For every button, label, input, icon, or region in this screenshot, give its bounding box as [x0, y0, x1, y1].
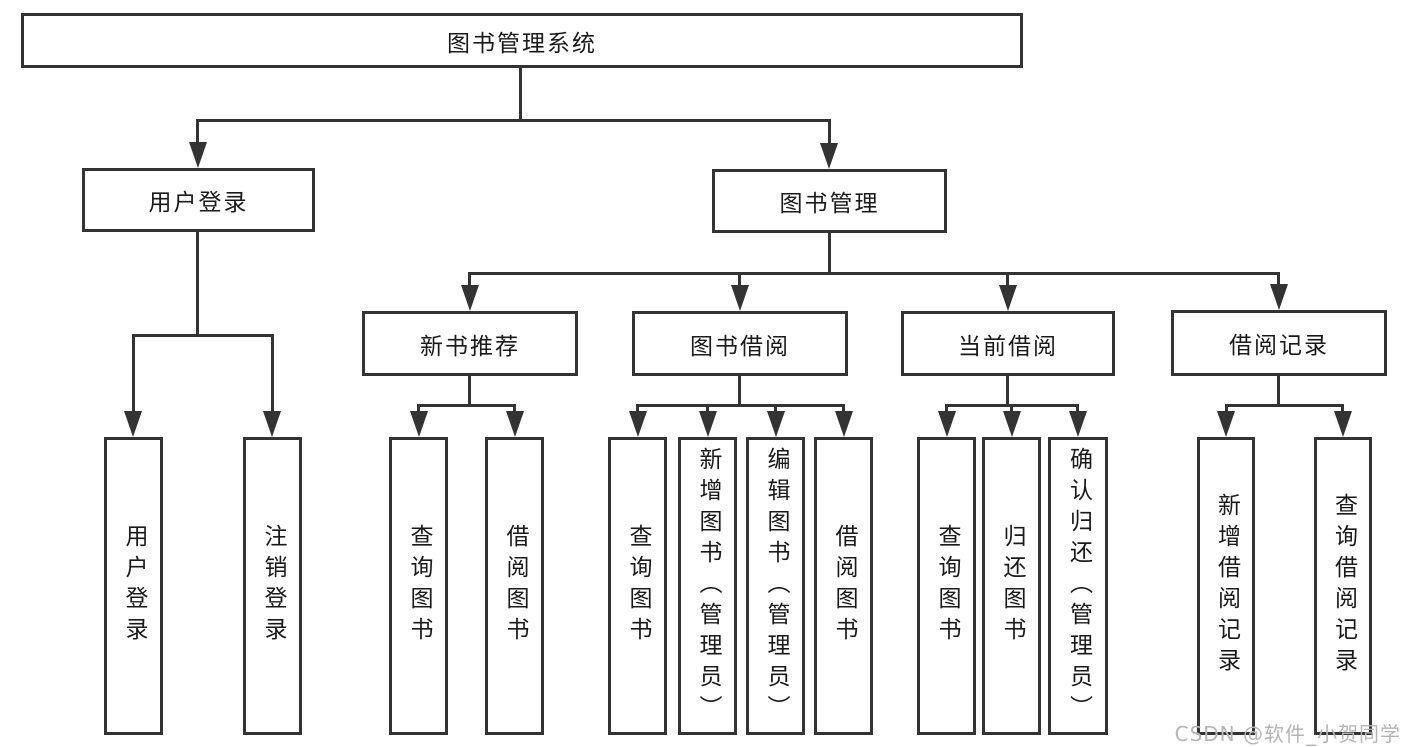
- connector-login-stem: [196, 232, 199, 336]
- watermark: CSDN @软件_小贺同学: [1174, 722, 1401, 746]
- connector-borrow-drop-2: [706, 404, 709, 414]
- node-current-borrow: 当前借阅: [901, 311, 1115, 376]
- connector-borrow-drop-3: [774, 404, 777, 414]
- leaf-user-login: 用户登录: [104, 437, 163, 735]
- connector-root-drop-right: [828, 119, 831, 145]
- connector-root-drop-left: [196, 119, 199, 145]
- connector-current-drop-1: [945, 404, 948, 414]
- node-user-login: 用户登录: [82, 168, 315, 232]
- node-root: 图书管理系统: [21, 13, 1023, 68]
- connector-current-stem: [1006, 376, 1009, 407]
- arrow-down-icon: [189, 142, 207, 168]
- connector-login-drop-2: [271, 334, 274, 414]
- connector-mgmt-drop-2: [738, 272, 741, 288]
- leaf-borrow-book: 借阅图书: [814, 437, 873, 735]
- arrow-down-icon: [835, 411, 853, 437]
- connector-records-drop-1: [1225, 404, 1228, 414]
- arrow-down-icon: [1334, 411, 1352, 437]
- arrow-down-icon: [1270, 284, 1288, 310]
- node-book-borrow: 图书借阅: [632, 311, 848, 376]
- leaf-query-book-current: 查询图书: [917, 437, 976, 735]
- arrow-down-icon: [1069, 411, 1087, 437]
- connector-records-bar: [1225, 404, 1344, 407]
- connector-borrow-stem: [738, 376, 741, 407]
- leaf-add-book-admin: 新增图书（管理员）: [678, 437, 737, 735]
- connector-mgmt-bar: [469, 272, 1280, 275]
- node-book-management: 图书管理: [712, 169, 947, 233]
- arrow-down-icon: [461, 285, 479, 311]
- leaf-borrow-book-recommend: 借阅图书: [485, 437, 544, 735]
- connector-recommend-drop-2: [513, 404, 516, 414]
- leaf-query-book-recommend: 查询图书: [389, 437, 448, 735]
- leaf-query-book-borrow: 查询图书: [608, 437, 667, 735]
- leaf-return-book: 归还图书: [982, 437, 1041, 735]
- connector-borrow-drop-1: [636, 404, 639, 414]
- connector-borrow-bar: [636, 404, 844, 407]
- connector-recommend-stem: [468, 376, 471, 407]
- leaf-edit-book-admin: 编辑图书（管理员）: [746, 437, 805, 735]
- connector-records-drop-2: [1341, 404, 1344, 414]
- node-new-book-recommend: 新书推荐: [362, 311, 578, 376]
- connector-records-stem: [1277, 376, 1280, 407]
- arrow-down-icon: [767, 411, 785, 437]
- connector-login-drop-1: [132, 334, 135, 414]
- arrow-down-icon: [506, 411, 524, 437]
- arrow-down-icon: [1217, 411, 1235, 437]
- connector-recommend-bar: [417, 404, 516, 407]
- leaf-add-borrow-record: 新增借阅记录: [1197, 437, 1255, 735]
- connector-mgmt-drop-3: [1006, 272, 1009, 288]
- arrow-down-icon: [1003, 411, 1021, 437]
- connector-root-bar: [197, 119, 830, 122]
- arrow-down-icon: [731, 285, 749, 311]
- connector-borrow-drop-4: [842, 404, 845, 414]
- arrow-down-icon: [410, 411, 428, 437]
- connector-recommend-drop-1: [417, 404, 420, 414]
- leaf-confirm-return-admin: 确认归还（管理员）: [1048, 437, 1108, 735]
- arrow-down-icon: [629, 411, 647, 437]
- connector-mgmt-drop-4: [1277, 272, 1280, 288]
- arrow-down-icon: [124, 411, 142, 437]
- arrow-down-icon: [820, 143, 838, 169]
- connector-current-drop-3: [1076, 404, 1079, 414]
- arrow-down-icon: [699, 411, 717, 437]
- connector-current-drop-2: [1010, 404, 1013, 414]
- connector-root-stem: [519, 68, 522, 121]
- leaf-logout: 注销登录: [243, 437, 302, 735]
- arrow-down-icon: [999, 285, 1017, 311]
- connector-mgmt-drop-1: [468, 272, 471, 288]
- connector-login-bar: [132, 334, 274, 337]
- arrow-down-icon: [938, 411, 956, 437]
- node-borrow-records: 借阅记录: [1171, 310, 1387, 376]
- connector-mgmt-stem: [828, 233, 831, 275]
- leaf-query-borrow-record: 查询借阅记录: [1314, 437, 1372, 735]
- arrow-down-icon: [263, 411, 281, 437]
